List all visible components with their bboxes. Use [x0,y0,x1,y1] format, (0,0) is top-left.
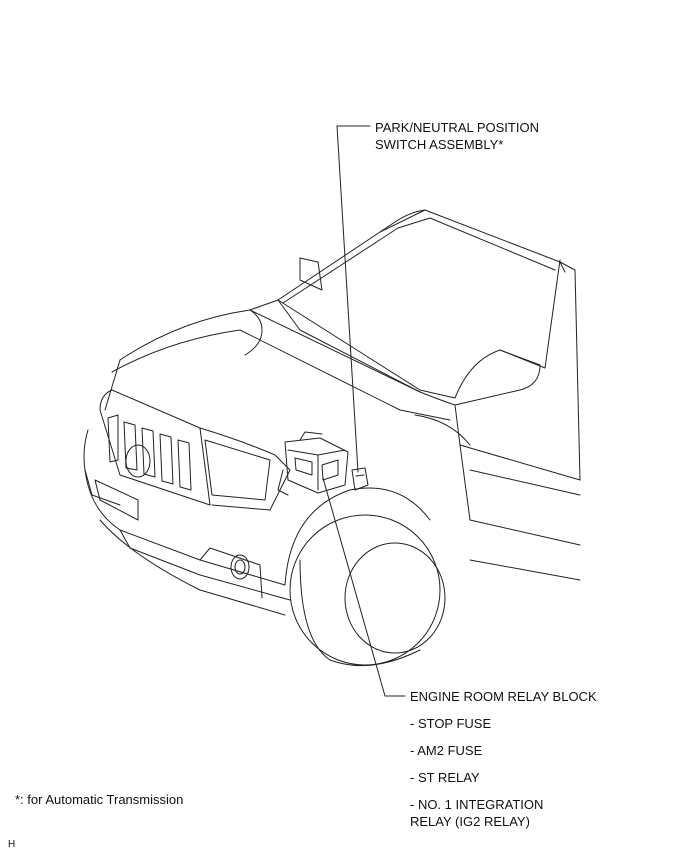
relay-block-item-ig2-relay: RELAY (IG2 RELAY) [410,814,530,829]
relay-block-item-integration-relay: - NO. 1 INTEGRATION [410,797,544,812]
park-neutral-label-line2: SWITCH ASSEMBLY* [375,137,504,152]
park-neutral-leader-line [336,125,371,473]
vehicle-bumper [84,469,291,616]
relay-block-component [277,431,349,496]
relay-block-item-st-relay: - ST RELAY [410,770,480,785]
vehicle-hood [104,257,456,421]
park-neutral-label-line1: PARK/NEUTRAL POSITION [375,120,539,135]
relay-block-item-am2-fuse: - AM2 FUSE [410,743,483,758]
relay-block-leader-line [322,477,406,697]
vehicle-front-wheel [284,414,471,667]
footnote: *: for Automatic Transmission [15,792,184,807]
vehicle-side-body [454,259,581,581]
relay-block-title: ENGINE ROOM RELAY BLOCK [410,689,597,704]
relay-block-item-stop-fuse: - STOP FUSE [410,716,492,731]
park-neutral-switch-component [351,467,369,491]
vehicle-roof [249,209,566,399]
vehicle-front-grille [83,389,291,511]
corner-mark: H [8,839,16,850]
